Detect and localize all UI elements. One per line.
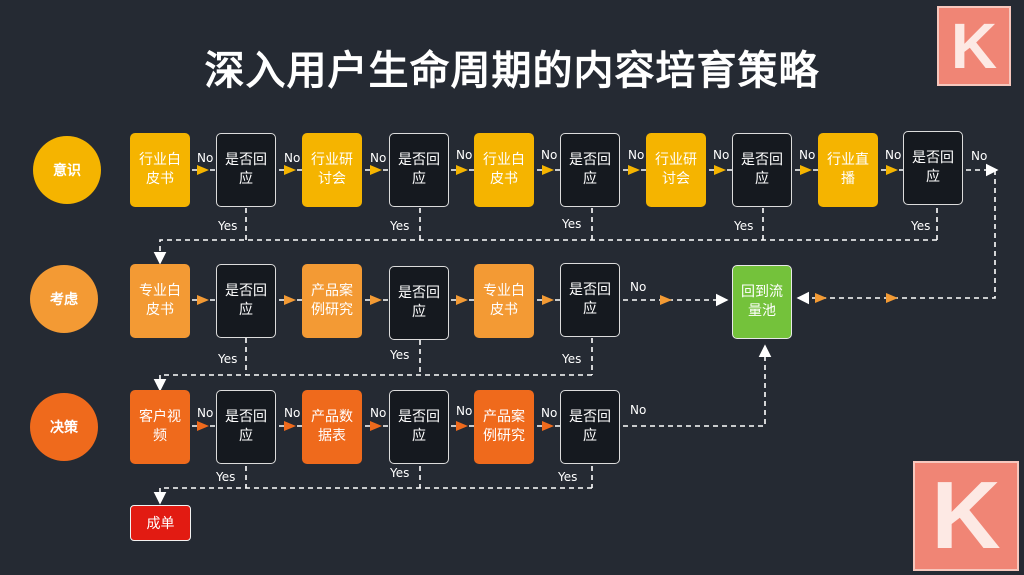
edge-label-no: No [541, 406, 558, 420]
edge-label-yes: Yes [558, 470, 578, 484]
edge-label-no: No [630, 280, 647, 294]
content-node: 行业白皮书 [130, 133, 190, 207]
decision-node: 是否回应 [560, 133, 620, 207]
edge-label-yes: Yes [562, 217, 582, 231]
content-node: 行业研讨会 [646, 133, 706, 207]
edge-label-no: No [799, 148, 816, 162]
content-node: 行业白皮书 [474, 133, 534, 207]
edge-label-no: No [456, 148, 473, 162]
stage-decision: 决策 [30, 393, 98, 461]
edge-label-yes: Yes [390, 348, 410, 362]
content-node: 行业直播 [818, 133, 878, 207]
decision-node: 是否回应 [389, 133, 449, 207]
content-node: 行业研讨会 [302, 133, 362, 207]
edge-label-no: No [456, 404, 473, 418]
traffic-pool-node: 回到流量池 [732, 265, 792, 339]
edge-label-no: No [885, 148, 902, 162]
decision-node: 是否回应 [216, 390, 276, 464]
content-node: 产品案例研究 [302, 264, 362, 338]
k-logo-top: K [937, 6, 1011, 86]
edge-label-yes: Yes [562, 352, 582, 366]
edge-label-no: No [541, 148, 558, 162]
edge-label-yes: Yes [218, 352, 238, 366]
decision-node: 是否回应 [216, 133, 276, 207]
decision-node: 是否回应 [560, 390, 620, 464]
decision-node: 是否回应 [389, 266, 449, 340]
edge-label-no: No [284, 151, 301, 165]
edge-label-no: No [197, 151, 214, 165]
page-title: 深入用户生命周期的内容培育策略 [204, 48, 820, 94]
k-logo-bottom: K [913, 461, 1019, 571]
content-node: 专业白皮书 [474, 264, 534, 338]
closed-deal-node: 成单 [130, 505, 191, 541]
edge-label-yes: Yes [218, 219, 238, 233]
edge-label-no: No [284, 406, 301, 420]
edge-label-no: No [197, 406, 214, 420]
content-node: 专业白皮书 [130, 264, 190, 338]
decision-node: 是否回应 [216, 264, 276, 338]
content-node: 客户视频 [130, 390, 190, 464]
edge-label-yes: Yes [734, 219, 754, 233]
content-node: 产品案例研究 [474, 390, 534, 464]
decision-node: 是否回应 [732, 133, 792, 207]
stage-awareness: 意识 [33, 136, 101, 204]
edge-label-yes: Yes [390, 466, 410, 480]
edge-label-no: No [971, 149, 988, 163]
stage-consideration: 考虑 [30, 265, 98, 333]
edge-label-no: No [370, 406, 387, 420]
decision-node: 是否回应 [389, 390, 449, 464]
decision-node: 是否回应 [560, 263, 620, 337]
edge-label-no: No [628, 148, 645, 162]
edge-label-no: No [370, 151, 387, 165]
edge-label-yes: Yes [911, 219, 931, 233]
edge-label-yes: Yes [216, 470, 236, 484]
content-node: 产品数据表 [302, 390, 362, 464]
edge-label-no: No [630, 403, 647, 417]
decision-node: 是否回应 [903, 131, 963, 205]
edge-label-yes: Yes [390, 219, 410, 233]
edge-label-no: No [713, 148, 730, 162]
